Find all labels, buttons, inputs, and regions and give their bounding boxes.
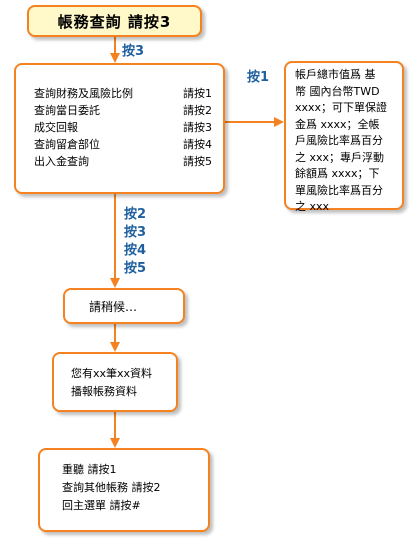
menu-item-key: 請按3 <box>183 121 212 134</box>
account-info-line: 戶風險比率爲百分 <box>295 134 383 147</box>
menu-box: 查詢財務及風險比例 請按1 查詢當日委託 請按2 成交回報 請按3 查詢留倉部位… <box>14 63 225 194</box>
press-key-label: 按5 <box>124 261 147 276</box>
account-info-line: 餘額爲 xxxx；下 <box>295 167 380 180</box>
press-3-label: 按3 <box>122 44 145 59</box>
wait-text: 請稍候… <box>89 299 138 314</box>
menu-item-key: 請按2 <box>183 104 212 117</box>
options-box: 重聽 請按1 查詢其他帳務 請按2 回主選單 請按# <box>38 448 210 532</box>
account-info-line: xxxx；可下單保證 <box>295 101 388 114</box>
wait-box: 請稍候… <box>63 288 185 324</box>
press-1-label: 按1 <box>247 70 270 85</box>
data-line: 您有xx筆xx資料 <box>71 367 153 380</box>
option-line: 查詢其他帳務 請按2 <box>62 481 161 494</box>
account-info-line: 金爲 xxxx；全帳 <box>295 117 380 131</box>
account-info-line: 幣 國內台幣TWD <box>295 84 380 98</box>
menu-item-label: 查詢財務及風險比例 <box>34 87 133 100</box>
menu-item-key: 請按1 <box>183 87 212 100</box>
menu-item-label: 出入金查詢 <box>34 155 89 168</box>
title-text: 帳務查詢 請按3 <box>57 12 172 31</box>
menu-item-key: 請按4 <box>183 138 212 151</box>
account-info-line: 帳戶總市值爲 基 <box>295 68 376 81</box>
press-key-label: 按3 <box>124 225 147 240</box>
press-key-label: 按2 <box>124 207 147 222</box>
data-line: 播報帳務資料 <box>71 385 137 398</box>
data-box: 您有xx筆xx資料 播報帳務資料 <box>52 352 178 412</box>
menu-item-key: 請按5 <box>183 155 212 168</box>
press-key-label: 按4 <box>124 243 147 258</box>
account-info-line: 之 xxx；專戶浮動 <box>295 150 385 164</box>
account-info-line: 單風險比率爲百分 <box>295 183 383 197</box>
menu-item-label: 查詢當日委託 <box>34 104 100 117</box>
menu-item-label: 查詢留倉部位 <box>34 138 100 151</box>
option-line: 重聽 請按1 <box>62 463 117 476</box>
account-info-line: 之 xxx <box>295 200 330 213</box>
menu-item-label: 成交回報 <box>34 121 78 134</box>
option-line: 回主選單 請按# <box>62 499 141 512</box>
account-info-box: 帳戶總市值爲 基 幣 國內台幣TWD xxxx；可下單保證 金爲 xxxx；全帳… <box>284 61 404 213</box>
title-box: 帳務查詢 請按3 <box>27 5 202 37</box>
